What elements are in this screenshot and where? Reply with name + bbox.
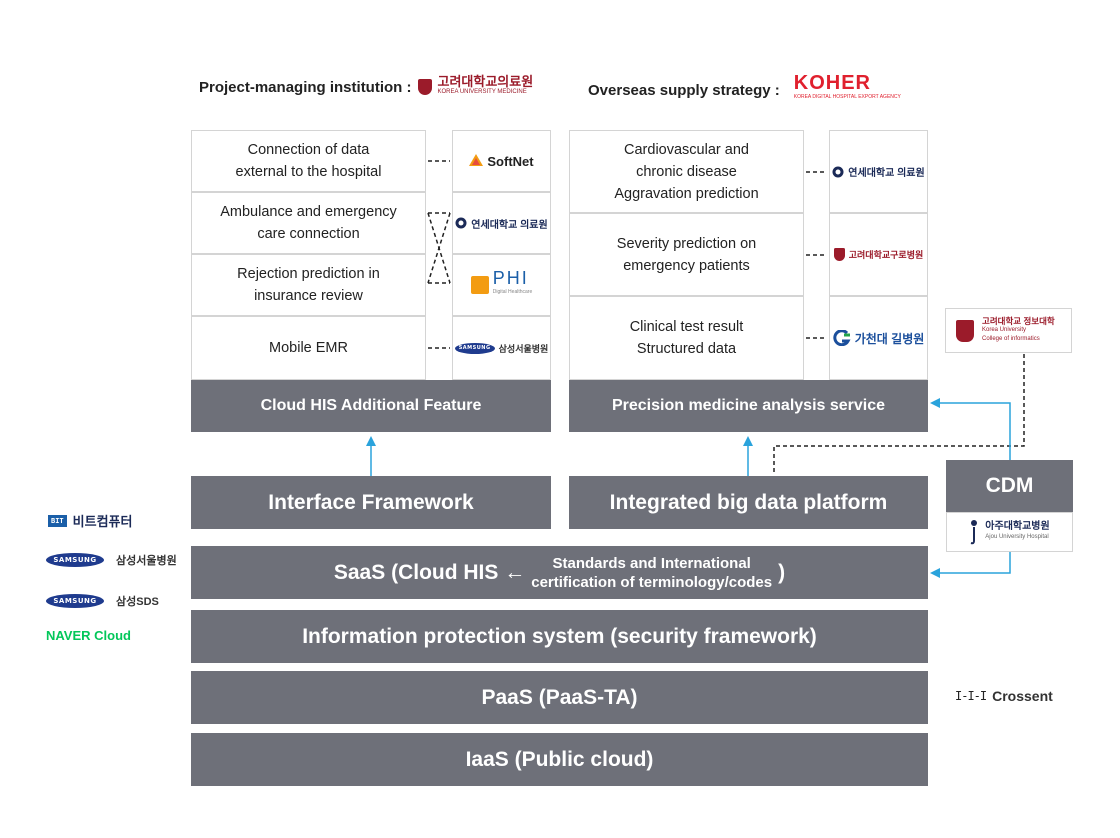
korea-university-emblem-icon bbox=[417, 79, 432, 95]
integrated-big-data-bar: Integrated big data platform bbox=[569, 476, 928, 529]
feature-data-connection: Connection of data external to the hospi… bbox=[191, 130, 426, 192]
project-label: Project-managing institution : bbox=[199, 78, 412, 96]
feature-clinical-test: Clinical test result Structured data bbox=[569, 296, 804, 380]
arrow-head-icon bbox=[930, 568, 940, 578]
crossent-logo: I-I-I Crossent bbox=[955, 688, 1053, 704]
yonsei-logo-cell: 연세대학교 의료원 bbox=[452, 192, 551, 254]
saas-suffix: ) bbox=[778, 560, 786, 584]
overseas-label: Overseas supply strategy : bbox=[588, 81, 780, 99]
samsung-sds-logo: SAMSUNG 삼성SDS bbox=[46, 593, 159, 609]
yonsei-emblem-icon bbox=[832, 166, 844, 177]
arrow-cdm-precision bbox=[936, 402, 1011, 460]
overseas-strategy-header: Overseas supply strategy : KOHER KOREA D… bbox=[588, 72, 901, 104]
cdm-bar: CDM bbox=[946, 460, 1073, 512]
feature-rejection-prediction: Rejection prediction in insurance review bbox=[191, 254, 426, 316]
feature-ambulance-connection: Ambulance and emergency care connection bbox=[191, 192, 426, 254]
phi-logo-cell: PHI Digital Healthcare bbox=[452, 254, 551, 316]
korea-informatics-logo: 고려대학교 정보대학 Korea University College of i… bbox=[945, 308, 1072, 353]
crossent-mark-icon: I-I-I bbox=[955, 689, 987, 703]
connector-informatics bbox=[773, 354, 1025, 474]
arrow-head-icon bbox=[366, 436, 376, 446]
ajou-emblem-icon bbox=[970, 520, 978, 545]
naver-cloud-logo: NAVER Cloud bbox=[46, 628, 131, 643]
ajou-hospital-logo: 아주대학교병원 Ajou University Hospital bbox=[946, 512, 1073, 552]
precision-medicine-bar: Precision medicine analysis service bbox=[569, 380, 928, 432]
korea-guro-logo: 고려대학교구로병원 bbox=[833, 248, 923, 261]
koher-logo: KOHER KOREA DIGITAL HOSPITAL EXPORT AGEN… bbox=[793, 72, 901, 100]
feature-severity-prediction: Severity prediction on emergency patient… bbox=[569, 213, 804, 296]
arrow-cdm-saas bbox=[936, 552, 1011, 574]
arrow-head-icon bbox=[743, 436, 753, 446]
yonsei-logo-right: 연세대학교 의료원 bbox=[832, 164, 925, 179]
phi-icon bbox=[470, 276, 489, 294]
saas-prefix: SaaS (Cloud HIS ← bbox=[333, 560, 526, 584]
project-institution-header: Project-managing institution : 고려대학교의료원 … bbox=[199, 74, 534, 98]
korea-university-emblem-icon bbox=[833, 248, 845, 261]
yonsei-logo: 연세대학교 의료원 bbox=[455, 216, 548, 231]
interface-framework-bar: Interface Framework bbox=[191, 476, 551, 529]
samsung-hospital-logo: SAMSUNG 삼성서울병원 bbox=[454, 342, 548, 355]
korea-guro-logo-cell: 고려대학교구로병원 bbox=[829, 213, 928, 296]
korea-university-emblem-icon bbox=[956, 319, 974, 342]
gachon-g-icon bbox=[833, 330, 851, 346]
samsung-hospital-logo-cell: SAMSUNG 삼성서울병원 bbox=[452, 316, 551, 380]
connector-cross-2 bbox=[427, 212, 451, 284]
bit-computer-logo: BIT 비트컴퓨터 bbox=[48, 511, 132, 530]
gachon-logo-cell: 가천대 길병원 bbox=[829, 296, 928, 380]
saas-bar: SaaS (Cloud HIS ← Standards and Internat… bbox=[191, 546, 928, 599]
softnet-icon bbox=[469, 154, 484, 166]
gachon-logo: 가천대 길병원 bbox=[833, 330, 924, 347]
softnet-logo-cell: SoftNet bbox=[452, 130, 551, 192]
feature-cardiovascular-prediction: Cardiovascular and chronic disease Aggra… bbox=[569, 130, 804, 213]
yonsei-logo-cell-right: 연세대학교 의료원 bbox=[829, 130, 928, 213]
iaas-bar: IaaS (Public cloud) bbox=[191, 733, 928, 786]
information-protection-bar: Information protection system (security … bbox=[191, 610, 928, 663]
feature-mobile-emr: Mobile EMR bbox=[191, 316, 426, 380]
phi-logo: PHI Digital Healthcare bbox=[470, 269, 532, 299]
bit-badge-icon: BIT bbox=[48, 514, 67, 527]
arrow-head-icon bbox=[930, 398, 940, 408]
softnet-logo: SoftNet bbox=[469, 154, 534, 169]
saas-certification-text: Standards and International certificatio… bbox=[531, 554, 773, 591]
yonsei-emblem-icon bbox=[455, 217, 467, 229]
cloud-his-additional-feature-bar: Cloud HIS Additional Feature bbox=[191, 380, 551, 432]
paas-bar: PaaS (PaaS-TA) bbox=[191, 671, 928, 724]
samsung-seoul-hospital-logo: SAMSUNG 삼성서울병원 bbox=[46, 552, 177, 568]
korea-university-medicine-logo: 고려대학교의료원 KOREA UNIVERSITY MEDICINE bbox=[437, 74, 534, 95]
